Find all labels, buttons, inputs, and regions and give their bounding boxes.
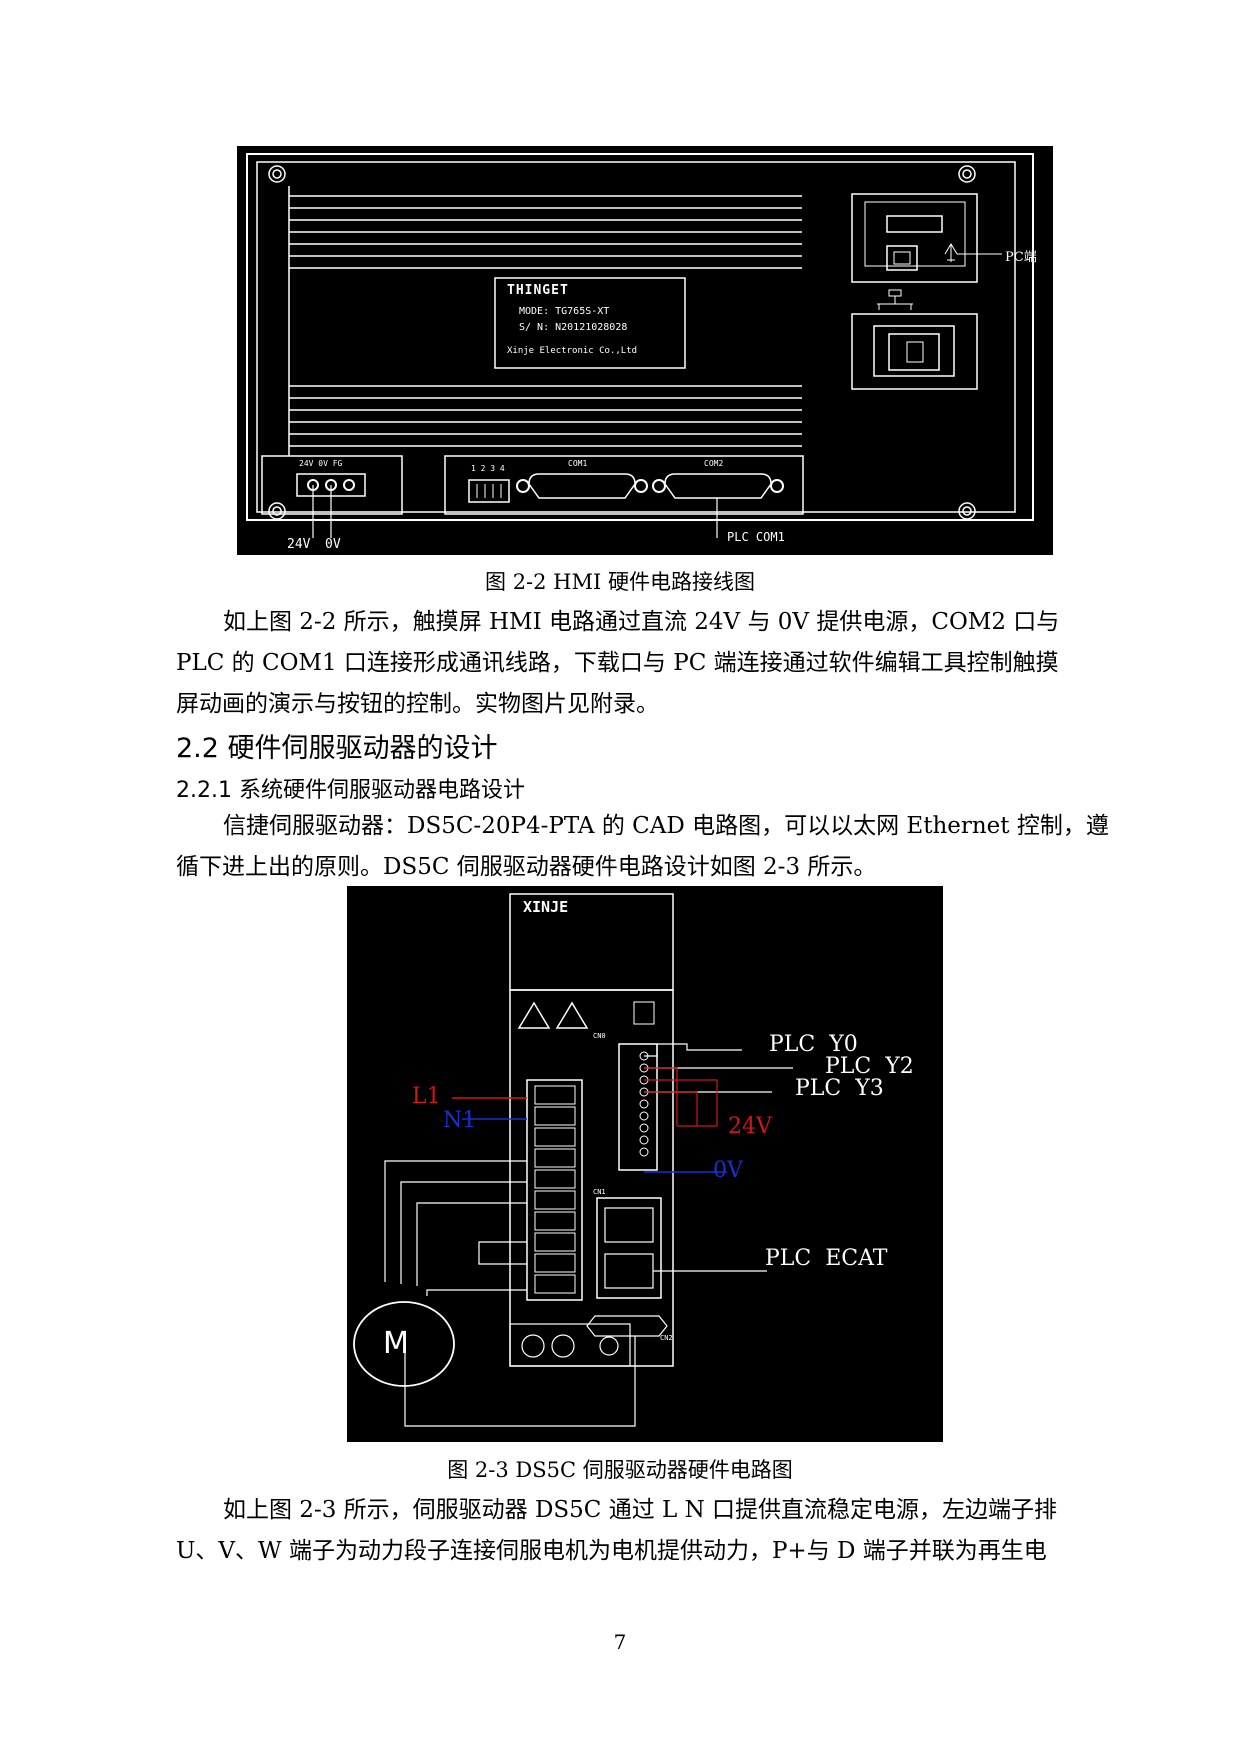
paragraph-hmi: 如上图 2-2 所示，触摸屏 HMI 电路通过直流 24V 与 0V 提供电源，…	[176, 602, 1116, 725]
paragraph-line: 如上图 2-3 所示，伺服驱动器 DS5C 通过 L N 口提供直流稳定电源，左…	[223, 1497, 1058, 1523]
label-plc-y0: PLC Y0	[769, 1032, 858, 1057]
hmi-wiring-figure: THINGET MODE: TG765S-XT S/ N: N201210280…	[237, 146, 1053, 555]
figure-2-3-caption: 图 2-3 DS5C 伺服驱动器硬件电路图	[447, 1458, 793, 1482]
paragraph-line: 如上图 2-2 所示，触摸屏 HMI 电路通过直流 24V 与 0V 提供电源，…	[223, 609, 1060, 635]
paragraph-servo-description: 如上图 2-3 所示，伺服驱动器 DS5C 通过 L N 口提供直流稳定电源，左…	[176, 1490, 1116, 1572]
com1-port-label: COM1	[568, 459, 588, 468]
paragraph-line: 循下进上出的原则。DS5C 伺服驱动器硬件电路设计如图 2-3 所示。	[176, 854, 877, 880]
paragraph-line: PLC 的 COM1 口连接形成通讯线路，下载口与 PC 端连接通过软件编辑工具…	[176, 650, 1059, 676]
paragraph-line: 屏动画的演示与按钮的控制。实物图片见附录。	[176, 691, 659, 717]
label-24v: 24V	[287, 537, 311, 552]
label-l1: L1	[412, 1084, 441, 1109]
label-plc-y2: PLC Y2	[825, 1054, 914, 1079]
hmi-serial: S/ N: N20121028028	[519, 322, 628, 333]
label-0v: 0V	[325, 537, 341, 552]
hmi-company: Xinje Electronic Co.,Ltd	[507, 346, 638, 356]
com2-port-label: COM2	[704, 459, 724, 468]
page-number: 7	[613, 1630, 627, 1654]
pc-port-label: PC端	[1005, 250, 1037, 265]
subsection-heading: 2.2.1 系统硬件伺服驱动器电路设计	[176, 778, 525, 803]
drive-brand: XINJE	[523, 898, 569, 916]
motor-label: M	[383, 1326, 409, 1361]
cn2-label: CN2	[660, 1334, 673, 1342]
dip-switch-numbers: 1 2 3 4	[471, 464, 505, 473]
cn1-label: CN1	[593, 1188, 606, 1196]
hmi-model: MODE: TG765S-XT	[519, 306, 610, 317]
label-plc-ecat: PLC ECAT	[765, 1246, 888, 1271]
servo-driver-figure: XINJE CN0 CN1 CN2 L1 N1 PLC Y0 PLC Y2 PL…	[347, 886, 943, 1442]
label-plc-y3: PLC Y3	[795, 1076, 884, 1101]
power-terminal-header: 24V 0V FG	[299, 459, 343, 468]
label-24v: 24V	[728, 1114, 772, 1139]
cn0-label: CN0	[593, 1032, 606, 1040]
label-n1: N1	[443, 1108, 477, 1133]
paragraph-line: U、V、W 端子为动力段子连接伺服电机为电机提供动力，P+与 D 端子并联为再生…	[176, 1538, 1047, 1564]
paragraph-line: 信捷伺服驱动器：DS5C-20P4-PTA 的 CAD 电路图，可以以太网 Et…	[223, 813, 1109, 839]
section-heading: 2.2 硬件伺服驱动器的设计	[176, 733, 498, 764]
label-0v: 0V	[713, 1158, 743, 1183]
plc-com1-label: PLC COM1	[727, 530, 785, 544]
figure-2-2-caption: 图 2-2 HMI 硬件电路接线图	[485, 570, 755, 594]
paragraph-servo-intro: 信捷伺服驱动器：DS5C-20P4-PTA 的 CAD 电路图，可以以太网 Et…	[176, 806, 1116, 888]
hmi-brand: THINGET	[507, 283, 569, 298]
